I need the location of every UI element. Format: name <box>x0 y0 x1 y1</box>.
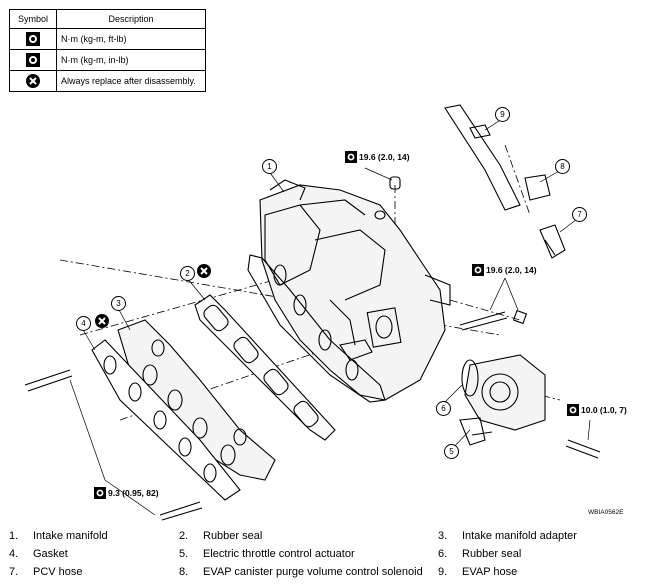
studs-drawing <box>24 176 601 521</box>
replace-part-icon <box>197 264 211 278</box>
callout-8: 8 <box>555 159 570 174</box>
figure-code: WBIA0562E <box>588 509 624 516</box>
torque-wrench-icon <box>345 151 357 163</box>
rubber-seal-ring-drawing <box>461 359 479 397</box>
callout-3: 3 <box>111 296 126 311</box>
callout-6: 6 <box>436 401 451 416</box>
torque-label-manifold-bolt: 19.6 (2.0, 14) <box>472 264 537 276</box>
legend-table: Symbol Description N·m (kg-m, ft-lb) N·m… <box>9 9 206 92</box>
callout-7: 7 <box>572 207 587 222</box>
callout-2: 2 <box>180 266 195 281</box>
legend-row-replace: Always replace after disassembly. <box>56 70 206 92</box>
torque-label-adapter-stud: 9.3 (0.95, 82) <box>94 487 159 499</box>
pcv-hose-drawing <box>539 224 566 259</box>
torque-wrench-icon <box>567 404 579 416</box>
callout-1: 1 <box>262 159 277 174</box>
torque-wrench-icon <box>472 264 484 276</box>
leader-lines <box>69 118 591 516</box>
throttle-actuator-drawing <box>459 354 546 446</box>
replace-part-icon <box>26 74 40 88</box>
torque-label-manifold-nut: 19.6 (2.0, 14) <box>345 151 410 163</box>
callout-9: 9 <box>495 107 510 122</box>
torque-wrench-icon <box>26 32 40 46</box>
replace-part-icon <box>95 314 109 328</box>
callout-5: 5 <box>444 444 459 459</box>
rubber-seal-drawing <box>194 294 336 441</box>
torque-label-throttle-bolt: 10.0 (1.0, 7) <box>567 404 627 416</box>
gasket-drawing <box>91 339 241 501</box>
callout-4: 4 <box>76 316 91 331</box>
torque-wrench-icon <box>26 53 40 67</box>
intake-manifold-drawing <box>247 179 451 403</box>
torque-wrench-icon <box>94 487 106 499</box>
evap-solenoid-drawing <box>444 104 551 211</box>
